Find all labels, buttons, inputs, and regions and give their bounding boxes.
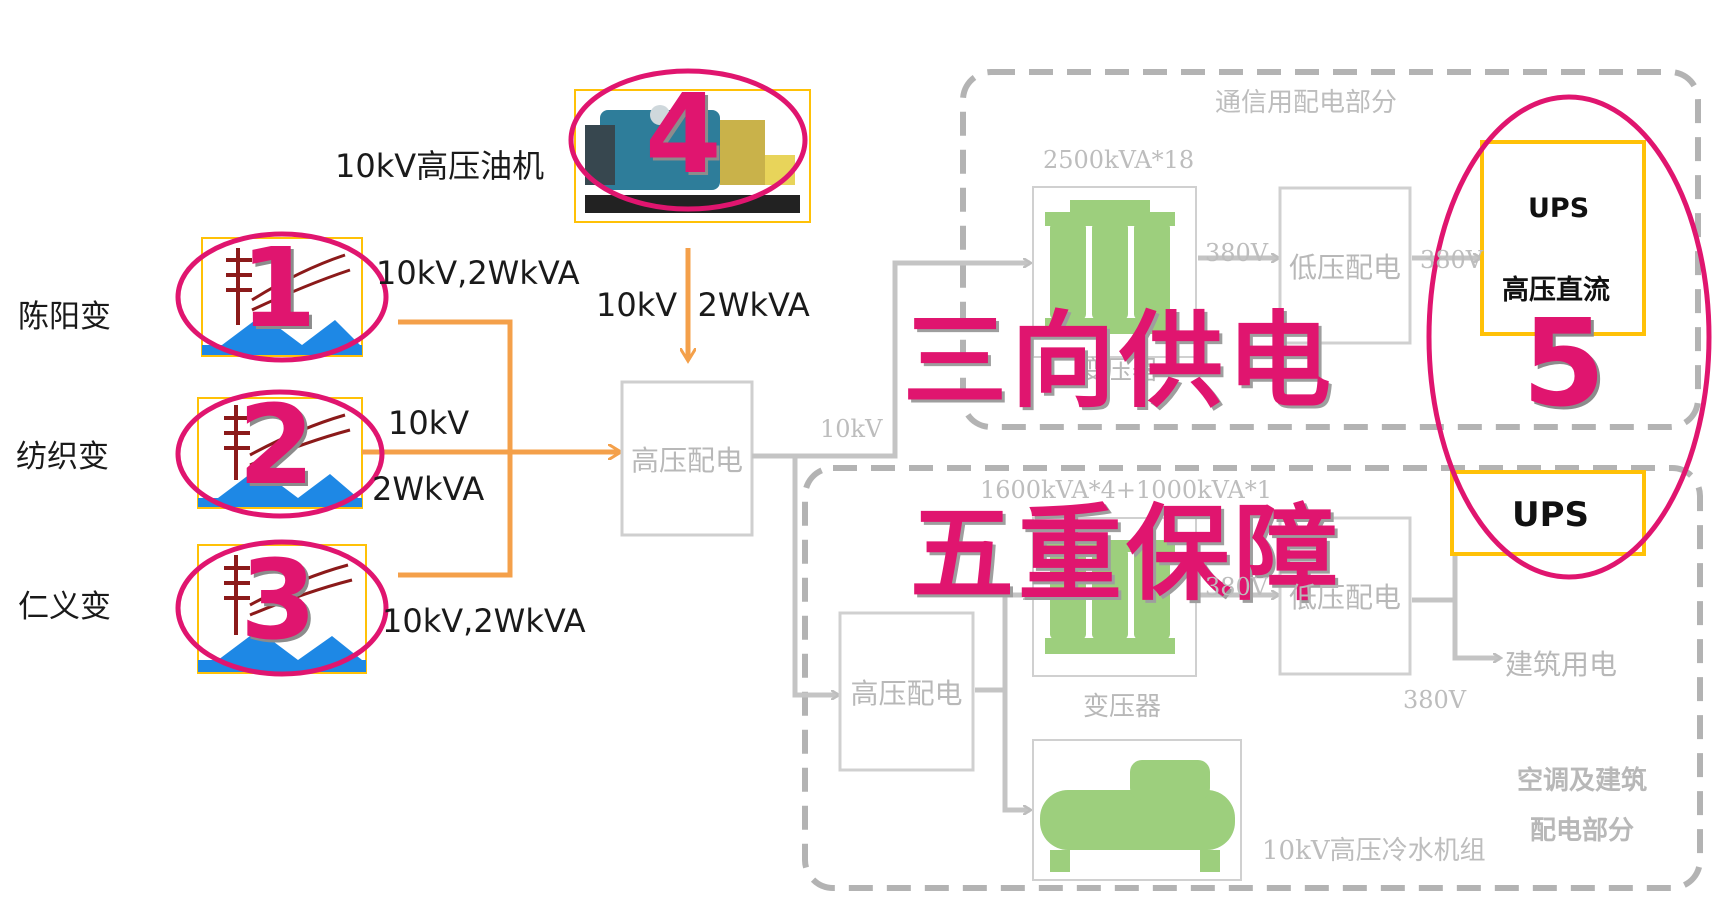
- hvac-ups-label: UPS: [1512, 495, 1590, 535]
- ups-label: UPS: [1528, 193, 1590, 224]
- hvac-section-frame: [802, 465, 1703, 891]
- hvac-lv-box: [1278, 516, 1412, 676]
- source-2-number: 2: [238, 381, 315, 509]
- hvac-hv-box: [838, 611, 975, 772]
- main-hv-box: [620, 380, 754, 537]
- hvac-section-title-line1: 空调及建筑: [1517, 766, 1648, 796]
- substation-1-icon: [201, 237, 363, 357]
- hvac-lv-label: 低压配电: [1288, 581, 1401, 614]
- slogan-line-1: 三向供电: [903, 299, 1336, 422]
- chiller-icon: [1040, 760, 1235, 872]
- hvdc-label: 高压直流: [1502, 275, 1610, 306]
- main-hv-label: 高压配电: [630, 443, 743, 477]
- comm-transformer-icon: [1045, 200, 1175, 334]
- comm-section-title: 通信用配电部分: [1215, 88, 1398, 118]
- main-hv-output-voltage: 10kV: [820, 415, 883, 443]
- comm-transformer-spec: 2500kVA*18: [1043, 146, 1195, 174]
- source-2-spec-line2: 2WkVA: [372, 470, 485, 508]
- source-2-spec-line1: 10kV: [388, 404, 470, 442]
- source-3-number: 3: [240, 536, 317, 664]
- source-3-spec: 10kV,2WkVA: [382, 602, 586, 640]
- source-feed-lines: [362, 319, 620, 578]
- substation-3-icon: [197, 544, 367, 674]
- source-1-name: 陈阳变: [18, 299, 111, 335]
- hvac-voltage-2: 380V: [1403, 686, 1467, 714]
- comm-transformer-label: 变压器: [1080, 356, 1159, 386]
- comm-voltage-2: 380V: [1420, 246, 1484, 274]
- diesel-generator-icon: [574, 89, 811, 223]
- source-1-number: 1: [240, 224, 317, 352]
- hvac-ups-frame: [1450, 470, 1646, 556]
- distribution-lines: [752, 258, 1500, 810]
- generator-spec: 10kV 2WkVA: [596, 286, 810, 324]
- generator-number: 4: [645, 70, 722, 198]
- highlight-ellipses: [175, 68, 1712, 677]
- source-1-spec: 10kV,2WkVA: [376, 254, 580, 292]
- comm-section-frame: [960, 69, 1701, 430]
- building-power-label: 建筑用电: [1505, 648, 1618, 681]
- slogan-line-2: 五重保障: [910, 492, 1343, 615]
- comm-voltage-1: 380V: [1205, 239, 1269, 267]
- generator-label: 10kV高压油机: [335, 147, 545, 185]
- hvac-transformer-spec: 1600kVA*4+1000kVA*1: [980, 476, 1272, 504]
- hvac-section-title-line2: 配电部分: [1530, 816, 1635, 846]
- source-3-name: 仁义变: [18, 589, 111, 625]
- hvac-hv-label: 高压配电: [850, 676, 963, 710]
- hvac-transformer-icon: [1045, 540, 1175, 654]
- comm-lv-label: 低压配电: [1288, 250, 1401, 284]
- ups-number: 5: [1522, 295, 1606, 434]
- hvac-voltage-1: 380V: [1205, 573, 1269, 601]
- ups-hvdc-frame: [1480, 140, 1646, 336]
- source-2-name: 纺织变: [16, 439, 109, 475]
- comm-lv-box: [1278, 186, 1412, 345]
- chiller-label: 10kV高压冷水机组: [1262, 836, 1486, 866]
- hvac-transformer-label: 变压器: [1083, 692, 1162, 722]
